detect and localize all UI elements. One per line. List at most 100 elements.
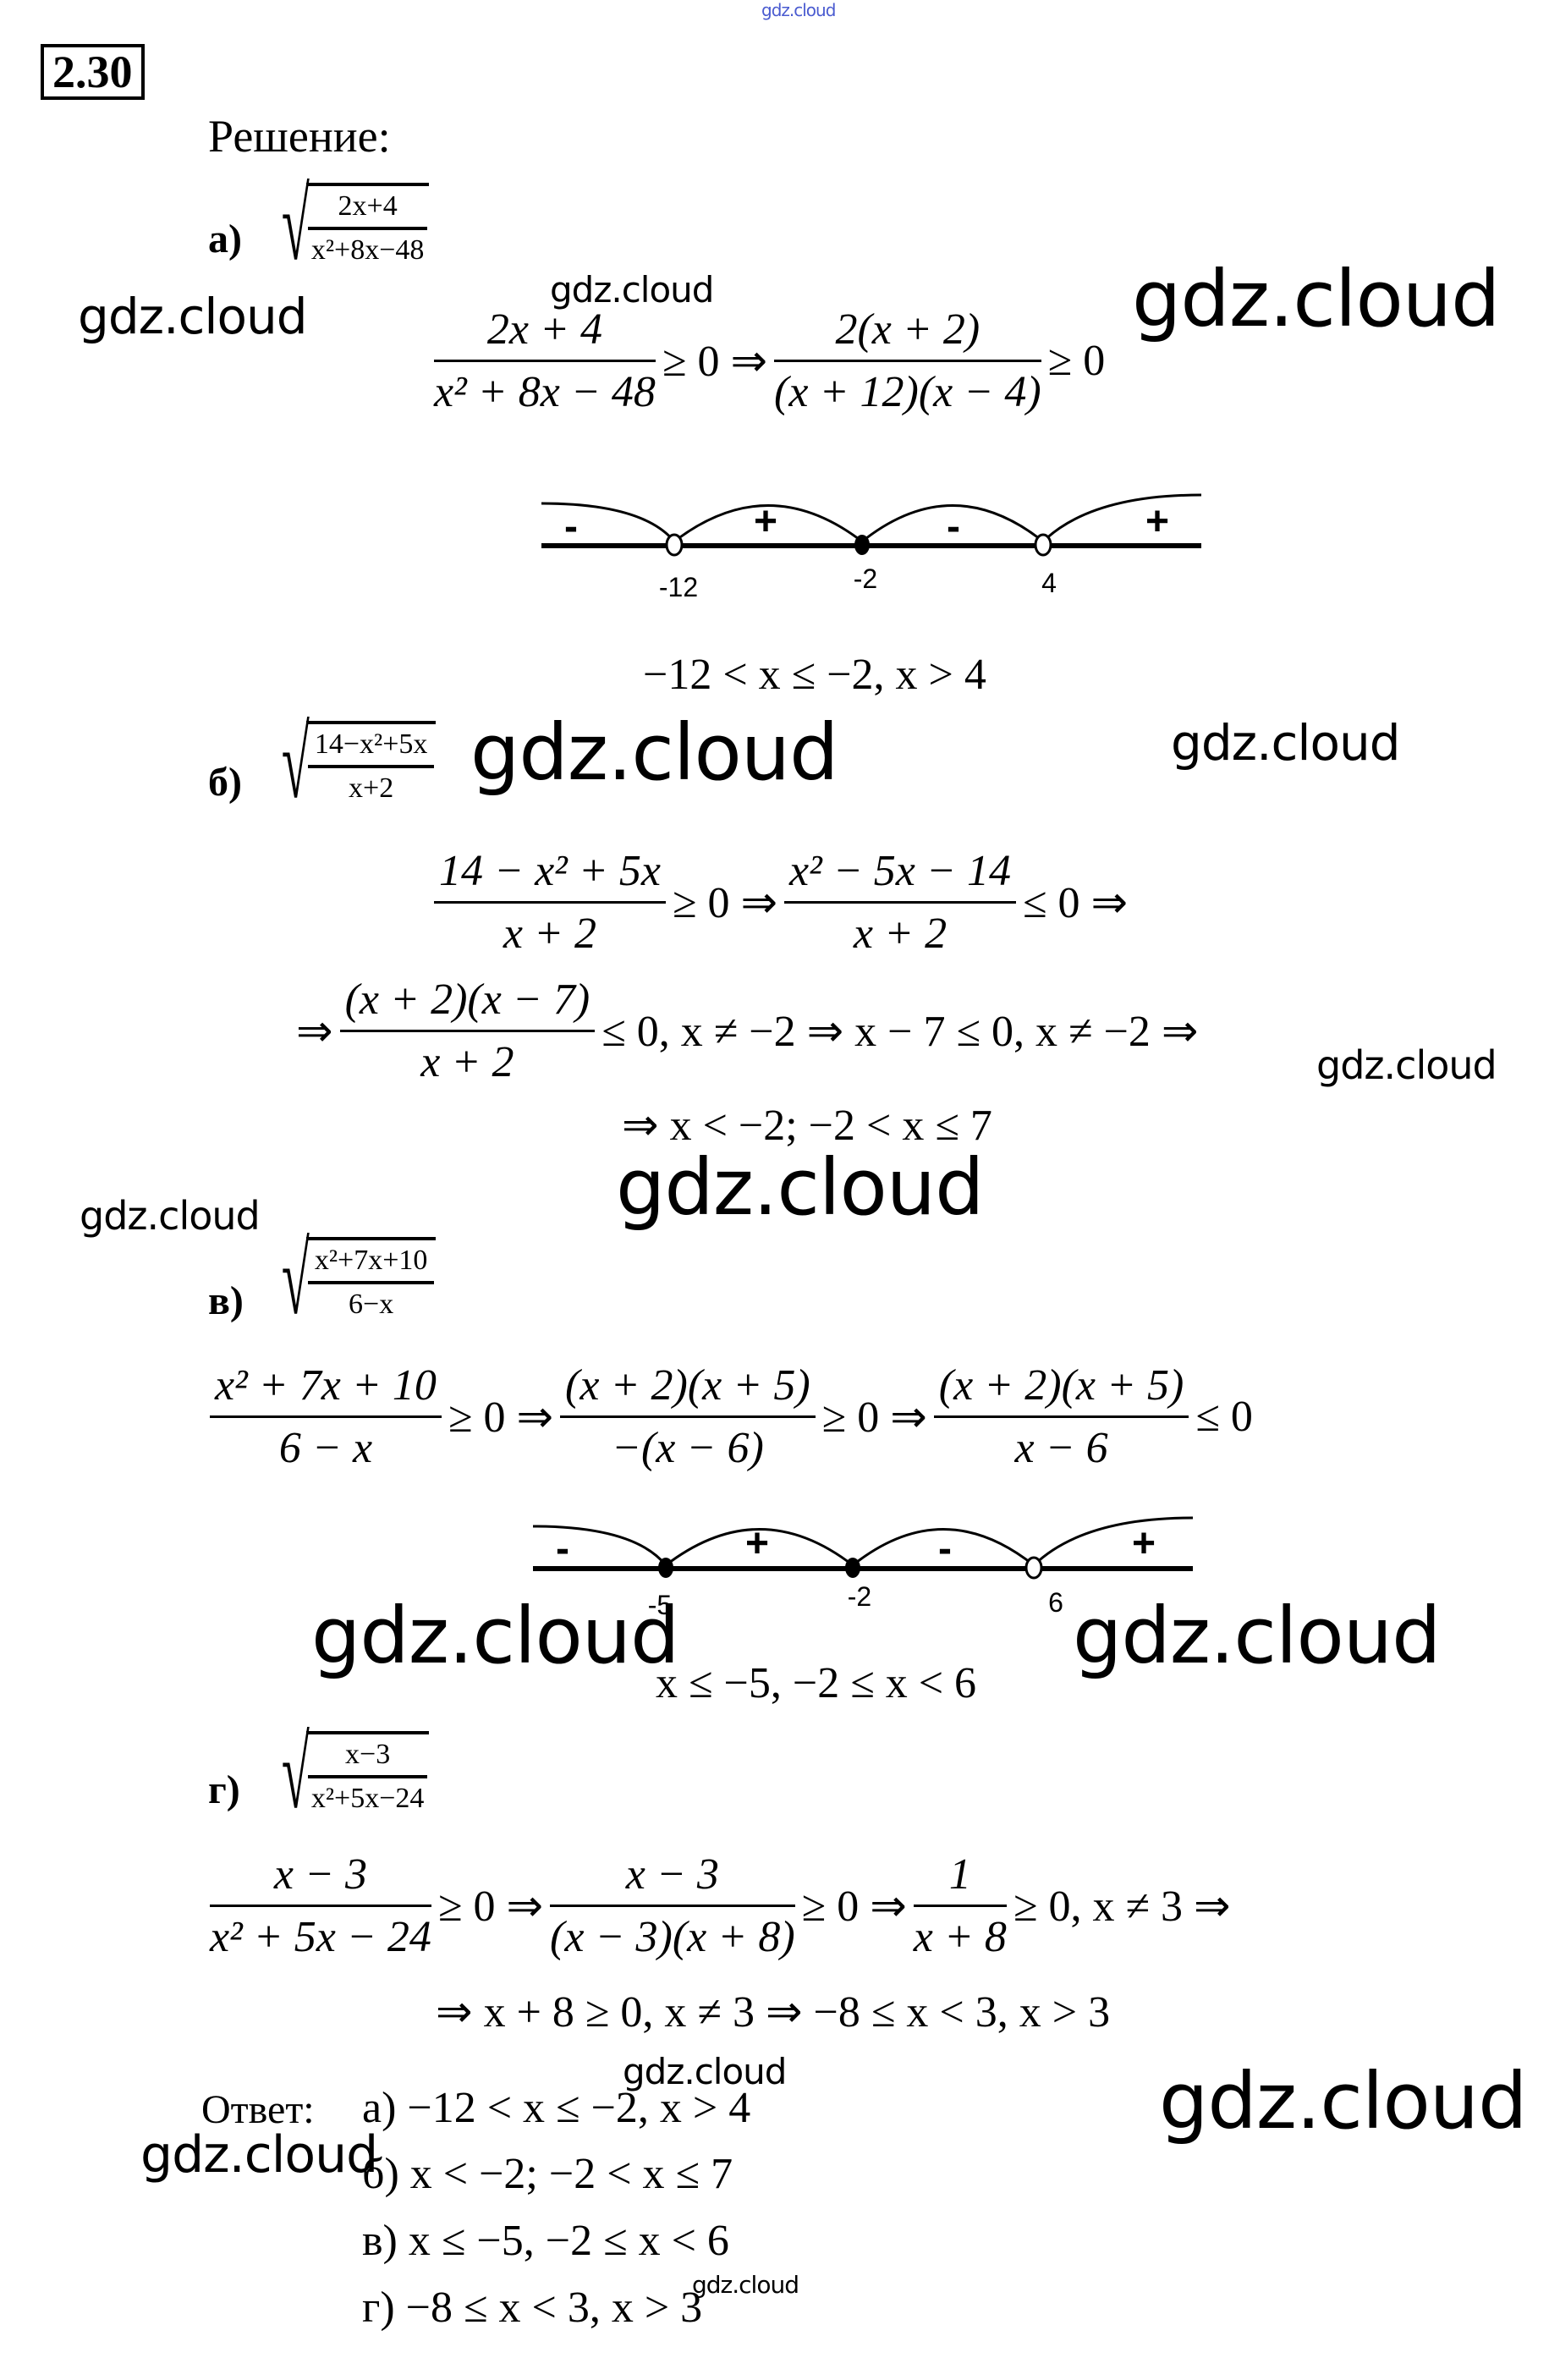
part-b-label: б) (208, 760, 242, 805)
denominator: (x + 12)(x − 4) (774, 368, 1041, 416)
sign-label: - (938, 1526, 952, 1571)
watermark: gdz.cloud (80, 1193, 261, 1239)
fraction: (x + 2)(x − 7) x + 2 (339, 975, 596, 1087)
denominator: x + 2 (853, 910, 948, 958)
sign-label: - (556, 1526, 569, 1571)
answer-item: б) x < −2; −2 < x ≤ 7 (362, 2149, 733, 2199)
operator: ≥ 0 (1047, 337, 1106, 385)
answer-value: −12 < x ≤ −2, x > 4 (407, 2084, 751, 2132)
watermark: gdz.cloud (311, 1591, 679, 1681)
denominator: x² + 8x − 48 (434, 368, 656, 416)
part-b-result: ⇒ x < −2; −2 < x ≤ 7 (622, 1102, 992, 1150)
denominator: −(x − 6) (611, 1424, 764, 1472)
operator: ≤ 0 (1195, 1393, 1253, 1441)
radicand-denominator: x²+5x−24 (310, 1783, 425, 1814)
radicand-denominator: 6−x (349, 1289, 394, 1320)
part-a-label: а) (208, 217, 242, 261)
watermark: gdz.cloud (78, 288, 308, 345)
denominator: x + 2 (503, 910, 597, 958)
watermark: gdz.cloud (623, 2051, 787, 2092)
answer-heading: Ответ: (201, 2087, 315, 2132)
point-label: 6 (1048, 1587, 1063, 1618)
point-label: -2 (848, 1581, 871, 1612)
numerator: (x + 2)(x + 5) (560, 1360, 816, 1418)
numerator: (x + 2)(x + 5) (933, 1360, 1189, 1418)
answer-item: а) −12 < x ≤ −2, x > 4 (362, 2083, 750, 2133)
part-v-result: x ≤ −5, −2 ≤ x < 6 (656, 1659, 977, 1707)
watermark: gdz.cloud (1073, 1591, 1441, 1681)
numerator: x² − 5x − 14 (784, 846, 1016, 904)
sign-arcs (533, 1516, 1194, 1568)
open-point (1034, 533, 1052, 557)
sign-arcs (541, 493, 1202, 544)
answer-item: в) x ≤ −5, −2 ≤ x < 6 (362, 2216, 729, 2266)
answer-value: x ≤ −5, −2 ≤ x < 6 (408, 2217, 729, 2265)
part-g-label: г) (208, 1767, 240, 1812)
operator: ⇒ (296, 1007, 333, 1056)
fraction: x² − 5x − 14 x + 2 (784, 846, 1016, 959)
operator: ≥ 0 ⇒ (448, 1393, 554, 1442)
part-v-number-line: - + - + -5 -2 6 (533, 1516, 1194, 1620)
numerator: x − 3 (210, 1850, 431, 1907)
denominator: (x − 3)(x + 8) (550, 1913, 795, 1961)
sign-label: + (754, 499, 777, 544)
point-label: -2 (854, 563, 877, 594)
watermark: gdz.cloud (470, 707, 838, 798)
radicand-numerator: x²+7x+10 (307, 1244, 435, 1284)
operator: ≤ 0 ⇒ (1022, 878, 1129, 927)
part-a-result: −12 < x ≤ −2, x > 4 (643, 651, 986, 699)
part-b-radical: √ 14−x²+5x x+2 (254, 706, 437, 819)
sqrt-icon: √ (281, 1223, 310, 1335)
radicand-numerator: 14−x²+5x (307, 728, 435, 768)
watermark: gdz.cloud (1316, 1042, 1497, 1088)
numerator: (x + 2)(x − 7) (339, 975, 596, 1032)
fraction: (x + 2)(x + 5) −(x − 6) (560, 1360, 816, 1473)
part-a-radical: √ 2x+4 x²+8x−48 (254, 168, 430, 281)
sqrt-icon: √ (281, 168, 310, 281)
watermark: gdz.cloud (1159, 2056, 1527, 2146)
answer-value: x < −2; −2 < x ≤ 7 (409, 2150, 733, 2198)
operator: ≥ 0 ⇒ (821, 1393, 927, 1442)
watermark: gdz.cloud (550, 269, 714, 311)
answer-label: б) (362, 2150, 399, 2198)
numerator: 2(x + 2) (774, 305, 1041, 362)
denominator: x + 8 (913, 1913, 1007, 1961)
open-point (1024, 1556, 1043, 1580)
watermark: gdz.cloud (616, 1142, 984, 1233)
closed-point (854, 535, 870, 555)
radicand-denominator: x²+8x−48 (310, 234, 425, 266)
point-label: -5 (648, 1590, 672, 1620)
numerator: x² + 7x + 10 (210, 1360, 442, 1418)
fraction: 2(x + 2) (x + 12)(x − 4) (774, 305, 1041, 417)
part-v-label: в) (208, 1278, 244, 1323)
operator: ≥ 0 ⇒ (437, 1882, 544, 1931)
fraction: x − 3 (x − 3)(x + 8) (550, 1850, 795, 1962)
open-point (665, 533, 684, 557)
numerator: 14 − x² + 5x (434, 846, 666, 904)
operator: ≥ 0 ⇒ (672, 878, 778, 927)
sqrt-icon: √ (281, 1717, 310, 1829)
part-b-equation-2: ⇒ (x + 2)(x − 7) x + 2 ≤ 0, x ≠ −2 ⇒ x − … (296, 975, 1198, 1087)
numerator: 1 (913, 1850, 1007, 1907)
equation-text: ≤ 0, x ≠ −2 ⇒ x − 7 ≤ 0, x ≠ −2 ⇒ (601, 1007, 1199, 1056)
radicand-numerator: x−3 (307, 1738, 428, 1778)
closed-point (845, 1558, 860, 1578)
fraction: (x + 2)(x + 5)x − 6 (933, 1360, 1189, 1473)
part-v-radical: √ x²+7x+10 6−x (254, 1223, 437, 1335)
watermark: gdz.cloud (761, 0, 836, 20)
answer-label: г) (362, 2284, 395, 2332)
watermark: gdz.cloud (1171, 714, 1401, 772)
numerator: x − 3 (550, 1850, 795, 1907)
operator: ≥ 0 ⇒ (801, 1882, 907, 1931)
sign-label: + (1145, 499, 1169, 544)
watermark: gdz.cloud (692, 2271, 799, 2299)
part-g-radical: √ x−3 x²+5x−24 (254, 1717, 430, 1829)
sqrt-icon: √ (281, 706, 310, 819)
denominator: x + 2 (420, 1038, 514, 1086)
operator: ≥ 0 ⇒ (662, 337, 768, 386)
watermark: gdz.cloud (1132, 254, 1500, 344)
part-a-number-line: - + - + -12 -2 4 (541, 493, 1202, 602)
radicand-numerator: 2x+4 (307, 190, 428, 230)
denominator: 6 − x (278, 1424, 373, 1472)
